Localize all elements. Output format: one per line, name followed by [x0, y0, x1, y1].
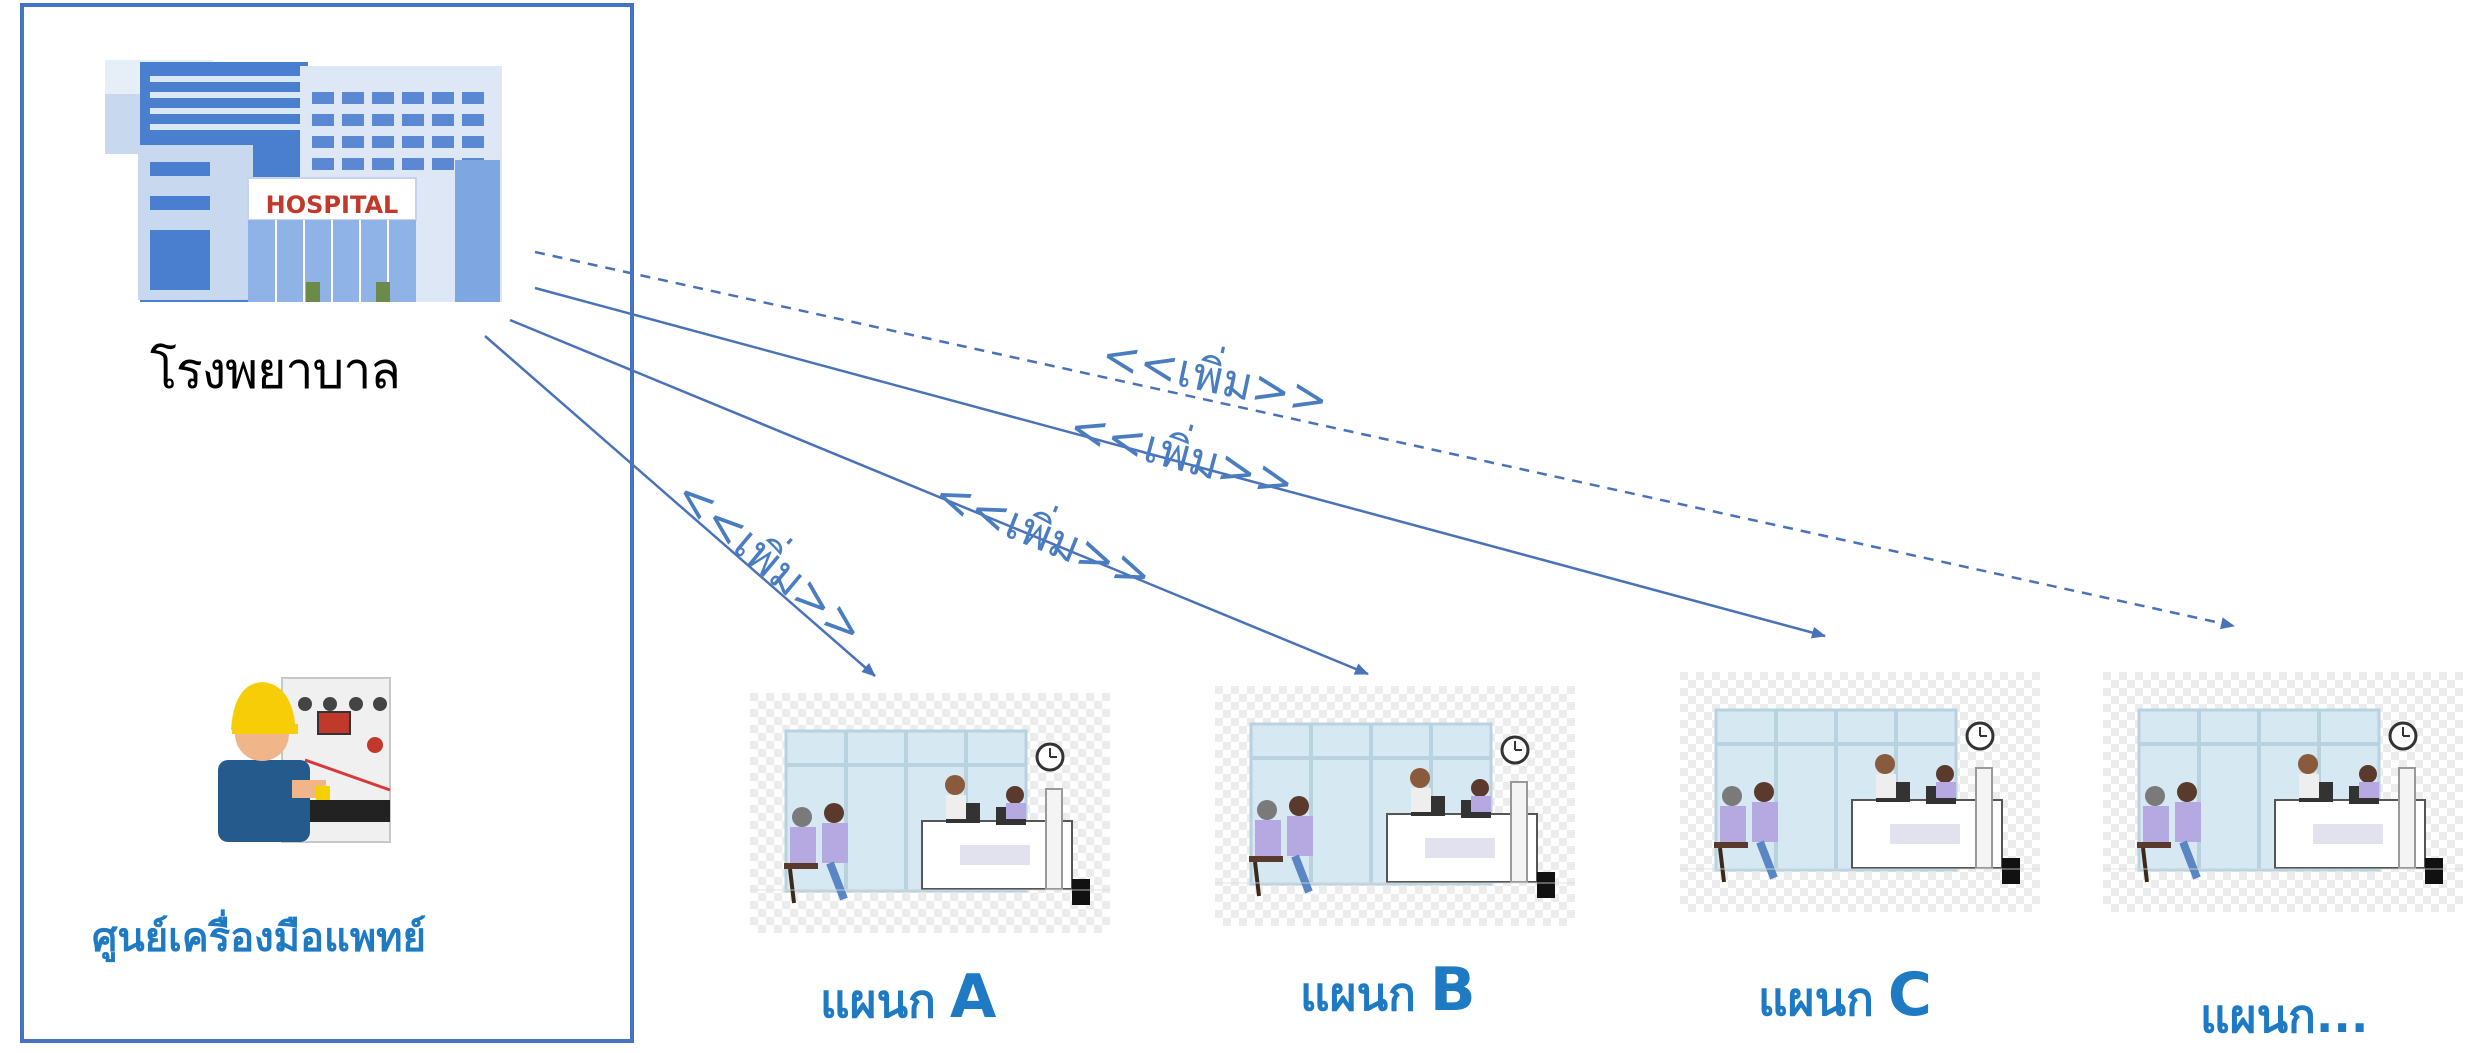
- department-a-illustration: [750, 693, 1110, 933]
- department-c-code: C: [1887, 960, 1932, 1030]
- department-b-prefix: แผนก: [1300, 967, 1416, 1021]
- hospital-label: โรงพยาบาล: [150, 342, 401, 400]
- department-a-code: A: [949, 962, 997, 1032]
- arrow-to-department-c: [534, 286, 1826, 639]
- hospital-building-icon: [105, 60, 502, 302]
- department-more-prefix: แผนก: [2200, 989, 2316, 1043]
- medical-equipment-center-label: ศูนย์เครื่องมือแพทย์: [92, 915, 426, 961]
- department-b-code: B: [1429, 955, 1476, 1025]
- department-c-prefix: แผนก: [1758, 972, 1874, 1026]
- department-more-illustration: [2103, 672, 2463, 912]
- arrow-to-department-more: [534, 250, 2235, 630]
- hospital-sign-text: HOSPITAL: [266, 191, 399, 219]
- arrow-to-department-a: [484, 335, 876, 677]
- department-more-label: แผนก...: [2200, 980, 2368, 1053]
- department-b-illustration: [1215, 686, 1575, 926]
- department-a-prefix: แผนก: [820, 974, 936, 1028]
- department-c-illustration: [1680, 672, 2040, 912]
- engineer-icon: [218, 677, 391, 843]
- arrow-to-department-b: [509, 318, 1369, 676]
- hospital-boundary-box: [20, 3, 634, 1043]
- department-more-code: ...: [2315, 989, 2369, 1043]
